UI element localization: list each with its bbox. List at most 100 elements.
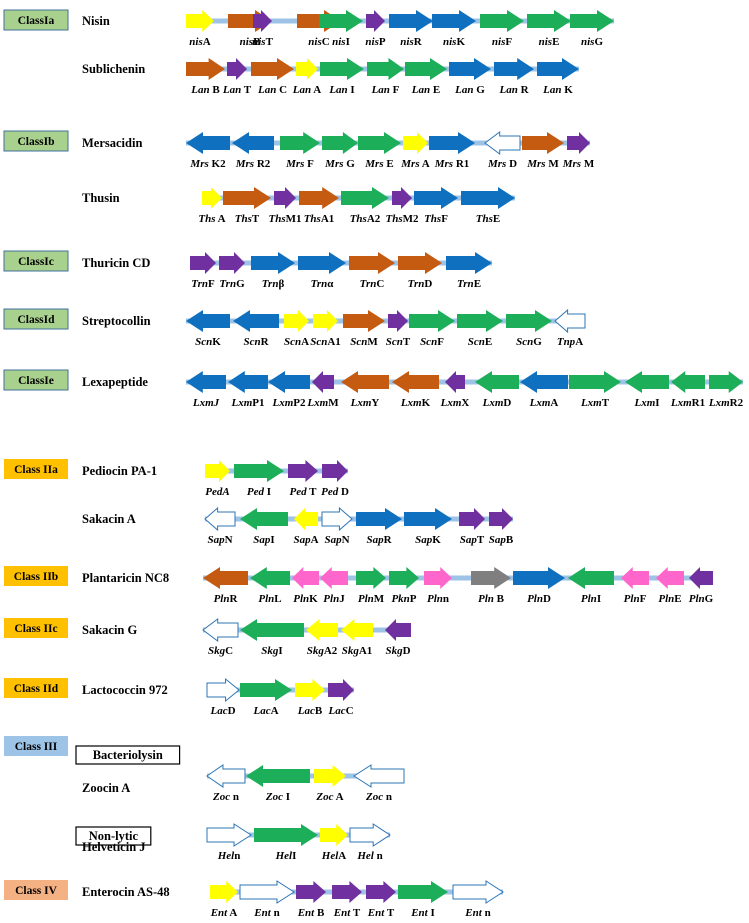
gene-arrow <box>251 252 295 274</box>
gene-arrow <box>461 187 515 209</box>
gene-label: ScnA1 <box>310 336 341 348</box>
gene-arrow <box>625 371 669 393</box>
category-box <box>75 826 152 846</box>
gene-label: SkgA2 <box>307 645 338 657</box>
gene-label: Lan A <box>292 84 321 96</box>
gene-label: Mrs F <box>285 158 314 170</box>
gene-arrow <box>239 880 295 904</box>
gene-arrow <box>343 310 385 332</box>
class-label: Class IId <box>14 683 59 695</box>
gene-arrow <box>294 508 318 530</box>
gene-label: ThsM2 <box>385 213 419 225</box>
gene-arrow <box>356 567 386 589</box>
gene-arrow <box>254 824 318 846</box>
gene-arrow <box>349 252 395 274</box>
gene-arrow <box>206 823 252 847</box>
class-label: ClassId <box>17 314 55 326</box>
gene-label: SapR <box>366 534 392 546</box>
gene-arrow <box>457 310 503 332</box>
gene-arrow <box>203 567 248 589</box>
gene-arrow <box>186 132 230 154</box>
gene-label: nisE <box>539 36 560 48</box>
category-label: Non-lytic <box>89 829 139 843</box>
gene-label: LxmI <box>633 397 659 409</box>
gene-arrow <box>429 132 475 154</box>
gene-arrow <box>227 58 247 80</box>
gene-label: ThsE <box>476 213 500 225</box>
gene-label: Lan I <box>328 84 354 96</box>
gene-label: SkgD <box>385 645 410 657</box>
gene-arrow <box>296 881 326 903</box>
gene-label: ScnM <box>350 336 378 348</box>
gene-label: PlnM <box>358 593 385 605</box>
gene-label: Trnβ <box>262 278 285 290</box>
gene-label: nisT <box>252 36 273 48</box>
gene-arrow <box>671 371 705 393</box>
gene-label: Heln <box>217 850 241 862</box>
gene-arrow <box>392 187 412 209</box>
gene-arrow <box>253 10 272 32</box>
gene-arrow <box>709 371 743 393</box>
gene-label: PlnG <box>689 593 714 605</box>
class-badge <box>3 130 69 152</box>
gene-label: Ent T <box>367 907 395 919</box>
gene-label: SapN <box>207 534 232 546</box>
gene-arrow <box>186 310 230 332</box>
gene-label: LxmP2 <box>271 397 306 409</box>
gene-label: Pln B <box>478 593 505 605</box>
gene-label: nisB <box>240 36 261 48</box>
gene-label: LacA <box>252 705 278 717</box>
gene-label: PlnF <box>624 593 647 605</box>
gene-label: Mrs A <box>400 158 429 170</box>
gene-label: nisR <box>400 36 422 48</box>
gene-arrow <box>489 508 513 530</box>
gene-label: PlnK <box>293 593 318 605</box>
gene-arrow <box>274 187 296 209</box>
gene-label: ScnE <box>468 336 492 348</box>
gene-label: Ent B <box>297 907 325 919</box>
gene-arrow <box>298 252 346 274</box>
gene-arrow <box>319 10 363 32</box>
category-box <box>75 745 181 765</box>
gene-arrow <box>356 508 402 530</box>
class-label: Class IIc <box>14 623 57 635</box>
gene-label: TrnE <box>457 278 481 290</box>
gene-label: Zoc A <box>315 791 343 803</box>
gene-label: Ent A <box>210 907 238 919</box>
class-label: Class III <box>15 741 58 753</box>
gene-arrow <box>341 619 373 641</box>
gene-label: TrnF <box>191 278 215 290</box>
gene-arrow <box>480 10 524 32</box>
gene-label: Ent I <box>410 907 435 919</box>
gene-label: PknP <box>391 593 416 605</box>
gene-arrow <box>296 58 318 80</box>
gene-label: nisA <box>189 36 210 48</box>
gene-arrow <box>312 371 334 393</box>
class-label: Class IIb <box>14 571 58 583</box>
gene-label: Lan C <box>257 84 287 96</box>
bacteriocin-name: Lexapeptide <box>82 375 148 389</box>
class-label: ClassIa <box>18 15 55 27</box>
bacteriocin-name: Helveticin J <box>82 840 146 854</box>
gene-arrow <box>240 679 292 701</box>
gene-label: PlnJ <box>323 593 345 605</box>
gene-label: ThsF <box>424 213 448 225</box>
gene-arrow <box>313 310 338 332</box>
gene-arrow <box>205 460 230 482</box>
gene-label: Lan T <box>222 84 252 96</box>
gene-label: Zoc n <box>212 791 239 803</box>
gene-label: nisF <box>492 36 512 48</box>
bacteriocin-name: Mersacidin <box>82 136 142 150</box>
gene-label: ScnK <box>195 336 221 348</box>
gene-label: LxmP1 <box>230 397 264 409</box>
gene-label: ScnR <box>243 336 269 348</box>
gene-arrow <box>567 132 590 154</box>
gene-arrow <box>392 371 439 393</box>
class-label: ClassIc <box>18 256 54 268</box>
gene-arrow <box>414 187 458 209</box>
gene-arrow <box>202 618 239 642</box>
